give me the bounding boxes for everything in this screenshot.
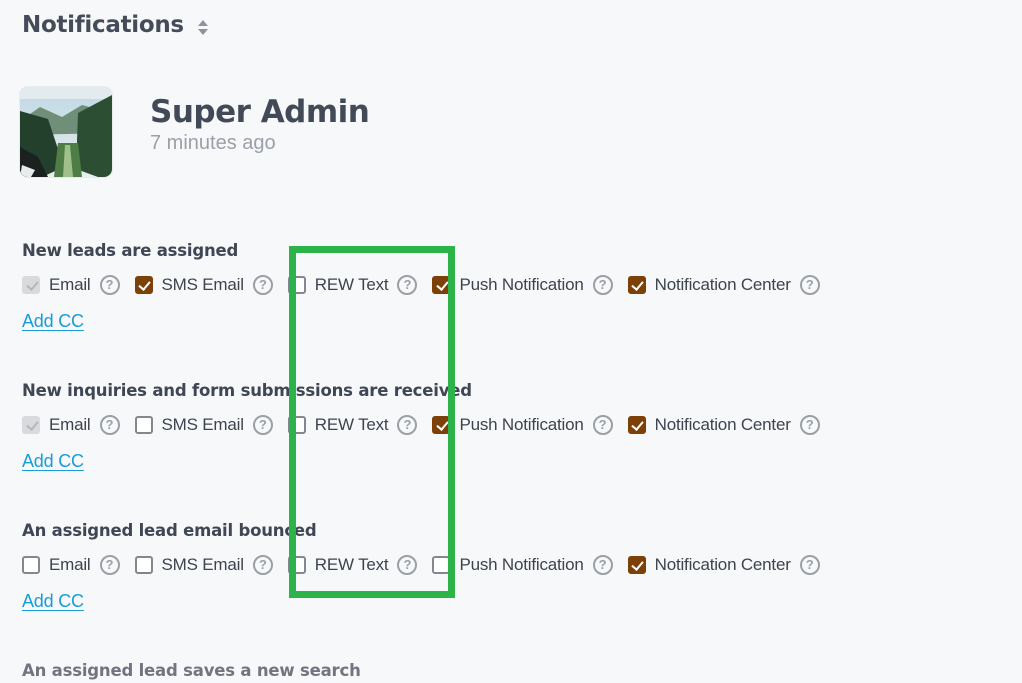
help-icon[interactable]: ? [99, 555, 120, 575]
checkbox-push-notification[interactable] [432, 416, 451, 434]
option-push-notification: Push Notification ? [432, 555, 613, 575]
checkbox-rew-text[interactable] [287, 416, 306, 434]
checkbox-sms-email[interactable] [134, 276, 153, 294]
option-sms-email: SMS Email ? [134, 275, 273, 295]
option-push-notification: Push Notification ? [432, 275, 613, 295]
channel-options-row: Email ? SMS Email ? REW Text ? Push Noti… [22, 553, 1022, 577]
sorter-icon[interactable] [197, 16, 208, 35]
option-sms-email: SMS Email ? [134, 415, 273, 435]
option-label: Notification Center [654, 415, 791, 434]
option-label: Email [49, 555, 91, 574]
option-label: Push Notification [459, 415, 584, 434]
checkbox-rew-text[interactable] [287, 276, 306, 294]
help-icon[interactable]: ? [592, 275, 613, 295]
option-label: REW Text [314, 555, 389, 574]
help-icon[interactable]: ? [397, 275, 418, 295]
channel-options-row: Email ? SMS Email ? REW Text ? Push Noti… [22, 273, 1022, 297]
checkbox-sms-email[interactable] [134, 556, 153, 574]
option-push-notification: Push Notification ? [432, 415, 613, 435]
option-email: Email ? [22, 275, 120, 295]
option-label: SMS Email [161, 555, 244, 574]
checkbox-sms-email[interactable] [134, 416, 153, 434]
notification-section-email-bounced: An assigned lead email bounced Email ? S… [22, 521, 1022, 612]
checkbox-notification-center[interactable] [627, 556, 646, 574]
option-label: Notification Center [654, 555, 791, 574]
option-label: Notification Center [654, 275, 791, 294]
section-title: New inquiries and form submissions are r… [22, 381, 472, 400]
help-icon[interactable]: ? [252, 555, 273, 575]
option-notification-center: Notification Center ? [627, 555, 820, 575]
option-label: Push Notification [459, 555, 584, 574]
checkbox-push-notification[interactable] [432, 276, 451, 294]
help-icon[interactable]: ? [252, 415, 273, 435]
checkbox-email[interactable] [22, 276, 40, 294]
caret-down-icon [197, 28, 208, 35]
section-title: New leads are assigned [22, 241, 239, 260]
channel-options-row: Email ? SMS Email ? REW Text ? Push Noti… [22, 413, 1022, 437]
option-email: Email ? [22, 555, 120, 575]
help-icon[interactable]: ? [592, 415, 613, 435]
help-icon[interactable]: ? [592, 555, 613, 575]
section-title: An assigned lead saves a new search [22, 661, 361, 680]
mountain-photo-icon [20, 87, 112, 177]
option-label: REW Text [314, 275, 389, 294]
option-label: Email [49, 275, 91, 294]
option-label: Push Notification [459, 275, 584, 294]
caret-up-icon [197, 19, 208, 26]
help-icon[interactable]: ? [799, 555, 820, 575]
page-header: Notifications [22, 12, 208, 38]
help-icon[interactable]: ? [799, 275, 820, 295]
profile-timestamp: 7 minutes ago [150, 132, 276, 155]
help-icon[interactable]: ? [397, 555, 418, 575]
option-label: SMS Email [161, 275, 244, 294]
avatar [20, 87, 112, 177]
notification-section-saves-new-search: An assigned lead saves a new search [22, 661, 1022, 680]
profile-text: Super Admin 7 minutes ago [150, 87, 370, 177]
option-label: Email [49, 415, 91, 434]
checkbox-email[interactable] [22, 556, 40, 574]
section-title: An assigned lead email bounced [22, 521, 317, 540]
help-icon[interactable]: ? [799, 415, 820, 435]
option-notification-center: Notification Center ? [627, 275, 820, 295]
option-rew-text: REW Text ? [287, 415, 418, 435]
profile-name: Super Admin [150, 94, 370, 130]
add-cc-link[interactable]: Add CC [22, 591, 84, 611]
add-cc-link[interactable]: Add CC [22, 451, 84, 471]
notification-section-new-leads: New leads are assigned Email ? SMS Email… [22, 241, 1022, 332]
checkbox-notification-center[interactable] [627, 416, 646, 434]
profile-card: Super Admin 7 minutes ago [20, 87, 370, 177]
help-icon[interactable]: ? [252, 275, 273, 295]
checkbox-push-notification[interactable] [432, 556, 451, 574]
option-label: SMS Email [161, 415, 244, 434]
add-cc-link[interactable]: Add CC [22, 311, 84, 331]
option-label: REW Text [314, 415, 389, 434]
page-title: Notifications [22, 12, 184, 38]
option-notification-center: Notification Center ? [627, 415, 820, 435]
option-rew-text: REW Text ? [287, 275, 418, 295]
help-icon[interactable]: ? [99, 275, 120, 295]
checkbox-notification-center[interactable] [627, 276, 646, 294]
help-icon[interactable]: ? [99, 415, 120, 435]
option-email: Email ? [22, 415, 120, 435]
checkbox-email[interactable] [22, 416, 40, 434]
option-sms-email: SMS Email ? [134, 555, 273, 575]
help-icon[interactable]: ? [397, 415, 418, 435]
option-rew-text: REW Text ? [287, 555, 418, 575]
notification-section-new-inquiries: New inquiries and form submissions are r… [22, 381, 1022, 472]
checkbox-rew-text[interactable] [287, 556, 306, 574]
